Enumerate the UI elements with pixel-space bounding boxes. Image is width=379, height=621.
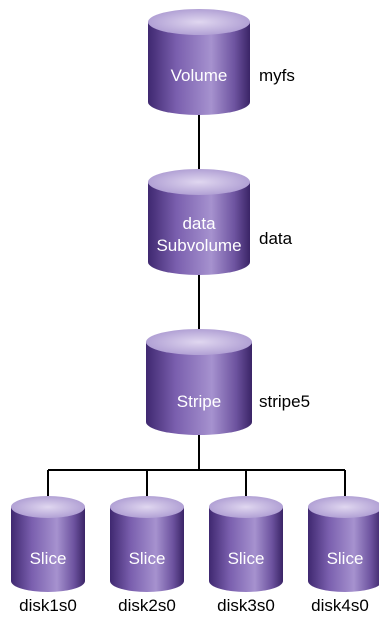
cylinder-top xyxy=(146,329,252,355)
slice-disk-label: disk3s0 xyxy=(217,596,275,615)
subvolume-type-label-line2: Subvolume xyxy=(156,236,241,255)
cylinder-body xyxy=(11,507,85,592)
slice-type-label: Slice xyxy=(30,549,67,568)
cylinder-body xyxy=(209,507,283,592)
slice-node: Slice disk1s0 xyxy=(11,496,85,615)
subvolume-node: data Subvolume data xyxy=(148,169,293,275)
slice-type-label: Slice xyxy=(327,549,364,568)
stripe-node: Stripe stripe5 xyxy=(146,329,310,435)
cylinder-top xyxy=(148,169,250,195)
subvolume-name-label: data xyxy=(259,229,293,248)
slice-disk-label: disk4s0 xyxy=(311,596,369,615)
stripe-name-label: stripe5 xyxy=(259,392,310,411)
cylinder-top xyxy=(11,496,85,518)
slice-type-label: Slice xyxy=(129,549,166,568)
cylinder-top xyxy=(110,496,184,518)
slice-node: Slice disk4s0 xyxy=(308,496,379,615)
volume-node: Volume myfs xyxy=(148,9,295,115)
cylinder-top xyxy=(148,9,250,35)
cylinder-body xyxy=(148,182,250,275)
volume-type-label: Volume xyxy=(171,66,228,85)
cylinder-body xyxy=(148,22,250,115)
cylinder-body xyxy=(110,507,184,592)
slice-disk-label: disk2s0 xyxy=(118,596,176,615)
cylinder-body xyxy=(308,507,379,592)
slice-type-label: Slice xyxy=(228,549,265,568)
cylinder-top xyxy=(308,496,379,518)
cylinder-top xyxy=(209,496,283,518)
subvolume-type-label-line1: data xyxy=(182,214,216,233)
stripe-type-label: Stripe xyxy=(177,392,221,411)
slice-disk-label: disk1s0 xyxy=(19,596,77,615)
slice-node: Slice disk2s0 xyxy=(110,496,184,615)
cylinder-body xyxy=(146,342,252,435)
volume-name-label: myfs xyxy=(259,66,295,85)
slice-node: Slice disk3s0 xyxy=(209,496,283,615)
